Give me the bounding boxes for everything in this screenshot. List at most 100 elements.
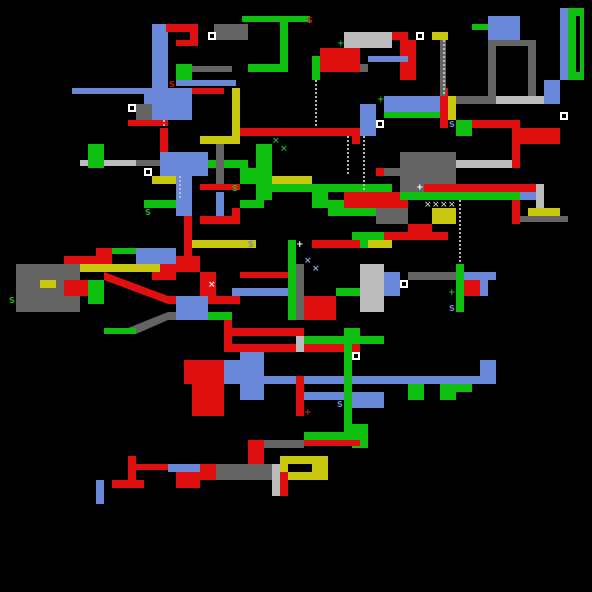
save-icon[interactable]: S — [337, 400, 343, 409]
corridor — [264, 440, 304, 448]
corridor — [456, 120, 512, 128]
corridor — [240, 200, 264, 208]
save-icon[interactable]: S — [257, 360, 263, 369]
corridor — [128, 456, 136, 480]
room-block — [88, 280, 104, 304]
room-marker-inner — [354, 354, 358, 358]
corridor — [232, 208, 240, 224]
save-icon[interactable]: S — [145, 208, 151, 217]
room-block — [166, 24, 196, 32]
corridor — [144, 200, 176, 208]
save-icon[interactable]: S — [377, 168, 383, 177]
save-icon[interactable]: S — [169, 80, 175, 89]
cross-icon[interactable]: × — [232, 216, 240, 226]
corridor — [512, 120, 520, 168]
room-block — [240, 168, 256, 184]
room-block — [376, 208, 408, 224]
room-block — [352, 392, 384, 408]
room-marker-inner — [562, 114, 566, 118]
corridor — [456, 192, 520, 200]
corridor — [200, 184, 240, 190]
save-icon[interactable]: S — [449, 120, 455, 129]
plus-icon[interactable]: + — [304, 408, 312, 418]
cross-icon[interactable]: × — [208, 280, 216, 290]
corridor — [360, 336, 384, 344]
corridor — [536, 184, 544, 208]
cross-icon[interactable]: × — [304, 256, 312, 266]
room-hollow — [576, 16, 580, 72]
corridor — [136, 160, 160, 166]
corridor — [560, 8, 568, 80]
corridor — [456, 160, 512, 168]
plus-icon[interactable]: + — [296, 240, 304, 250]
corridor — [520, 216, 568, 222]
save-icon[interactable]: S — [248, 240, 254, 249]
room-block — [448, 96, 456, 120]
room-marker-inner — [146, 170, 150, 174]
room-large — [200, 464, 280, 480]
corridor — [176, 80, 236, 86]
room-marker-inner — [210, 34, 214, 38]
room-large — [160, 152, 208, 176]
cross-icon[interactable]: × — [448, 200, 456, 210]
room-block — [520, 128, 560, 144]
corridor — [352, 128, 360, 144]
plus-icon[interactable]: + — [337, 39, 345, 49]
cross-icon[interactable]: × — [160, 176, 168, 186]
corridor — [304, 432, 352, 440]
plus-icon[interactable]: + — [416, 183, 424, 193]
save-icon[interactable]: S — [307, 16, 313, 25]
save-icon[interactable]: S — [449, 304, 455, 313]
corridor — [208, 160, 248, 168]
cross-icon[interactable]: × — [432, 200, 440, 210]
corridor — [472, 24, 488, 30]
cross-icon[interactable]: × — [272, 136, 280, 146]
corridor — [464, 272, 496, 280]
room-block — [456, 120, 472, 136]
region-top-left — [72, 16, 310, 152]
save-icon[interactable]: S — [232, 184, 238, 193]
corridor — [232, 344, 304, 352]
cross-icon[interactable]: × — [312, 264, 320, 274]
room-block — [88, 144, 104, 168]
corridor — [280, 472, 288, 496]
corridor — [344, 344, 352, 440]
region-center — [80, 144, 568, 248]
region-center-middle — [232, 240, 496, 352]
room-block — [152, 176, 176, 184]
room-block — [440, 384, 456, 400]
corridor — [400, 192, 456, 200]
cross-icon[interactable]: × — [280, 144, 288, 154]
plus-icon[interactable]: + — [448, 288, 456, 298]
save-icon[interactable]: S — [425, 224, 431, 233]
corridor — [488, 40, 536, 46]
connector — [296, 336, 304, 352]
corridor — [80, 160, 136, 166]
room-block — [176, 256, 200, 272]
cross-icon[interactable]: × — [440, 200, 448, 210]
cross-icon[interactable]: × — [424, 200, 432, 210]
room-large — [360, 264, 384, 312]
region-top-center — [240, 32, 456, 144]
corridor — [456, 384, 472, 392]
plus-icon[interactable]: + — [88, 144, 96, 154]
plus-icon[interactable]: + — [377, 95, 385, 105]
region-left-middle — [16, 216, 288, 352]
corridor — [232, 288, 288, 296]
corridor — [304, 344, 360, 352]
corridor — [104, 328, 136, 334]
corridor — [224, 320, 232, 352]
corridor — [272, 176, 312, 184]
room-block — [304, 296, 336, 320]
corridor — [128, 120, 168, 126]
region-lower-middle — [184, 344, 496, 448]
save-icon[interactable]: S — [9, 296, 15, 305]
room-block — [176, 176, 192, 216]
slope-corridor — [128, 312, 176, 334]
corridor — [200, 216, 240, 224]
corridor — [496, 96, 544, 104]
corridor — [64, 256, 104, 264]
corridor — [440, 88, 448, 128]
room-block — [312, 192, 328, 208]
